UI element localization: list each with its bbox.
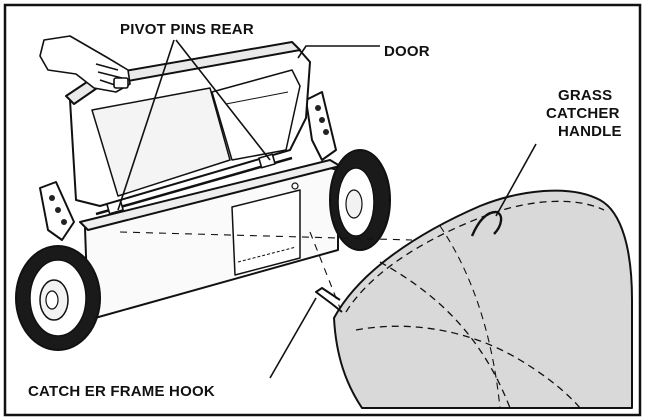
label-pivot-pins: PIVOT PINS REAR: [120, 21, 254, 38]
mower-body: [39, 91, 341, 319]
label-handle-line2: CATCHER: [546, 105, 620, 122]
rear-right-wheel: [329, 149, 391, 251]
catcher-handle: [470, 210, 503, 237]
rear-chute-opening: [231, 189, 301, 276]
leader-pivot-left: [117, 39, 175, 211]
leader-door: [297, 45, 380, 59]
alignment-guides: [119, 231, 413, 309]
catcher-frame-hook: [315, 287, 343, 313]
label-grass-catcher-handle: GRASS CATCHER HANDLE: [546, 87, 622, 140]
leader-handle: [495, 143, 537, 217]
grass-catcher-bag: [315, 189, 633, 409]
label-handle-line3: HANDLE: [558, 123, 622, 140]
figure-border: [3, 3, 642, 417]
hand-icon: [39, 35, 131, 93]
pivot-pin-right: [258, 153, 276, 169]
label-door: DOOR: [384, 43, 430, 60]
rear-door: [65, 41, 311, 216]
label-handle-line1: GRASS: [558, 87, 612, 104]
leader-frame-hook: [269, 297, 317, 379]
leader-lines: [117, 39, 537, 379]
leader-pivot-right: [175, 39, 271, 161]
front-left-wheel: [15, 245, 101, 351]
pivot-pin-left: [106, 199, 124, 215]
label-frame-hook: CATCH ER FRAME HOOK: [28, 383, 215, 400]
